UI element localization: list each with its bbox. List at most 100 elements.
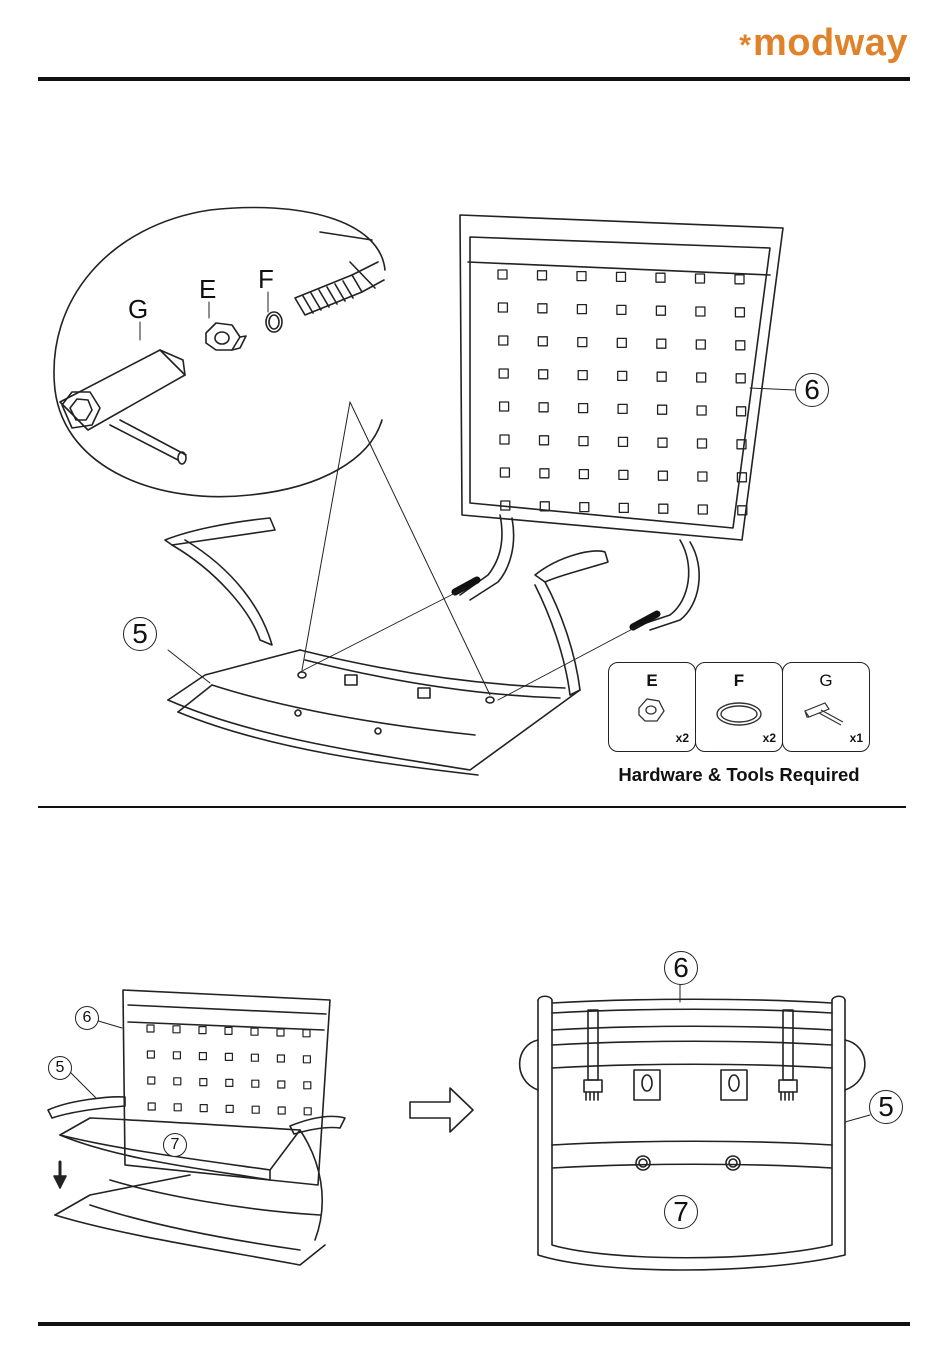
- weave-square: [225, 1053, 232, 1060]
- left-callout-part-6-number: 6: [83, 1009, 92, 1027]
- left-callout-part-5: 5: [48, 1056, 72, 1080]
- weave-square: [658, 405, 667, 414]
- weave-square: [278, 1081, 285, 1088]
- weave-square: [304, 1108, 311, 1115]
- weave-square: [500, 468, 509, 477]
- rocker-frame-part-5: [165, 518, 608, 775]
- chair-seat-lowering: [48, 990, 345, 1265]
- weave-square: [277, 1029, 284, 1036]
- weave-square: [577, 305, 586, 314]
- weave-square: [736, 341, 745, 350]
- right-callout-part-6: 6: [664, 951, 698, 985]
- weave-square: [696, 307, 705, 316]
- weave-square: [698, 505, 707, 514]
- weave-square: [147, 1051, 154, 1058]
- weave-square: [303, 1056, 310, 1063]
- weave-square: [577, 272, 586, 281]
- weave-square: [174, 1104, 181, 1111]
- weave-square: [735, 308, 744, 317]
- weave-square: [579, 437, 588, 446]
- weave-square: [225, 1027, 232, 1034]
- weave-square: [619, 470, 628, 479]
- weave-square: [697, 406, 706, 415]
- weave-square: [539, 403, 548, 412]
- weave-square: [173, 1026, 180, 1033]
- footer-rule: [38, 1322, 910, 1326]
- hardware-card-e: E x2: [608, 662, 696, 752]
- callout-part-5: 5: [123, 617, 157, 651]
- callout-part-6: 6: [795, 373, 829, 407]
- hardware-caption: Hardware & Tools Required: [606, 764, 872, 786]
- hex-nut-e-detail: [206, 323, 246, 350]
- weave-square: [698, 439, 707, 448]
- weave-square: [539, 370, 548, 379]
- weave-square: [499, 336, 508, 345]
- hardware-card-g: G x1: [782, 662, 870, 752]
- weave-square: [659, 504, 668, 513]
- weave-square: [278, 1107, 285, 1114]
- weave-square: [251, 1028, 258, 1035]
- callout-part-6-number: 6: [804, 376, 820, 404]
- weave-square: [540, 436, 549, 445]
- weave-square: [736, 374, 745, 383]
- left-chair-weave-grid: [147, 1025, 311, 1115]
- weave-square: [617, 272, 626, 281]
- right-callout-part-5: 5: [869, 1090, 903, 1124]
- weave-square: [303, 1030, 310, 1037]
- backrest-weave-grid: [498, 270, 747, 515]
- hex-wrench-g-detail: [60, 350, 186, 464]
- weave-square: [696, 274, 705, 283]
- transition-arrow: [410, 1088, 473, 1132]
- weave-square: [500, 402, 509, 411]
- left-callout-part-5-number: 5: [56, 1059, 65, 1077]
- left-callout-part-6: 6: [75, 1006, 99, 1030]
- weave-square: [697, 373, 706, 382]
- weave-square: [498, 303, 507, 312]
- weave-square: [658, 438, 667, 447]
- weave-square: [657, 339, 666, 348]
- detail-label-g: G: [128, 296, 148, 322]
- hardware-qty-g: x1: [850, 731, 863, 745]
- weave-square: [148, 1103, 155, 1110]
- chair-rear-view: [520, 983, 870, 1270]
- weave-square: [200, 1079, 207, 1086]
- weave-square: [538, 304, 547, 313]
- right-callout-part-5-number: 5: [878, 1091, 894, 1123]
- callout-part-5-number: 5: [132, 620, 148, 648]
- right-callout-part-6-number: 6: [673, 952, 689, 984]
- weave-square: [304, 1082, 311, 1089]
- weave-square: [498, 270, 507, 279]
- weave-square: [578, 371, 587, 380]
- weave-square: [251, 1054, 258, 1061]
- weave-square: [538, 337, 547, 346]
- weave-square: [500, 435, 509, 444]
- weave-square: [656, 273, 665, 282]
- weave-square: [148, 1077, 155, 1084]
- weave-square: [657, 372, 666, 381]
- weave-square: [199, 1053, 206, 1060]
- weave-square: [173, 1052, 180, 1059]
- detail-label-e: E: [199, 276, 216, 302]
- weave-square: [656, 306, 665, 315]
- left-callout-part-7: 7: [163, 1133, 187, 1157]
- right-callout-part-7-number: 7: [673, 1196, 689, 1228]
- weave-square: [696, 340, 705, 349]
- weave-square: [617, 305, 626, 314]
- weave-square: [199, 1027, 206, 1034]
- weave-square: [226, 1079, 233, 1086]
- weave-square: [252, 1080, 259, 1087]
- weave-square: [579, 470, 588, 479]
- weave-square: [619, 503, 628, 512]
- weave-square: [618, 371, 627, 380]
- weave-square: [147, 1025, 154, 1032]
- weave-square: [538, 271, 547, 280]
- washer-f-detail: [266, 312, 282, 332]
- weave-square: [252, 1106, 259, 1113]
- weave-square: [735, 275, 744, 284]
- weave-square: [578, 338, 587, 347]
- hardware-qty-f: x2: [763, 731, 776, 745]
- hardware-qty-e: x2: [676, 731, 689, 745]
- weave-square: [618, 404, 627, 413]
- left-callout-part-7-number: 7: [171, 1136, 180, 1154]
- weave-square: [619, 437, 628, 446]
